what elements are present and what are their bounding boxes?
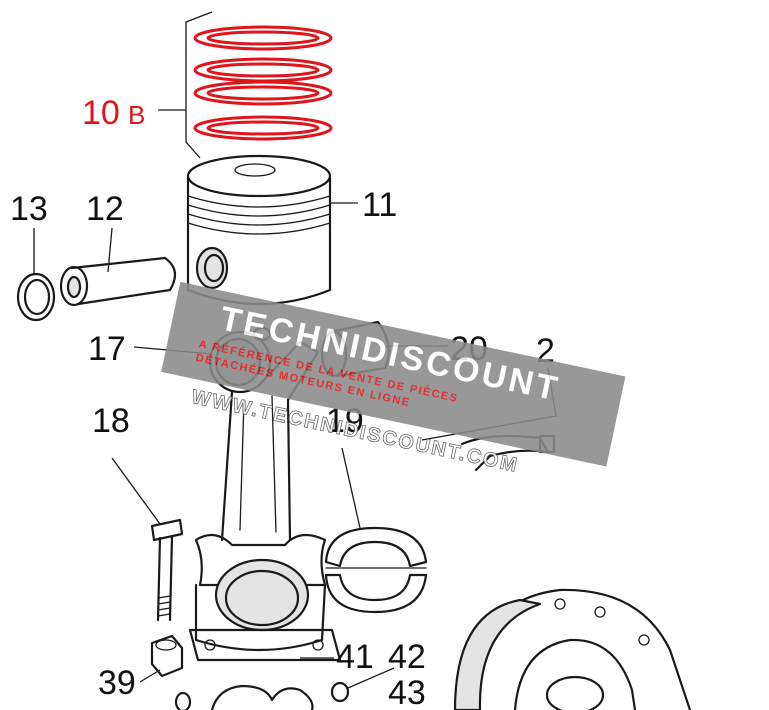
- label-part-42: 42: [388, 638, 426, 676]
- bearing-shell-lower: [324, 573, 428, 614]
- piston-groove-4: [187, 222, 331, 235]
- leader-19: [341, 447, 361, 529]
- piston-rings-group: [158, 11, 333, 159]
- piston-ring-3-inner: [206, 85, 320, 101]
- hex-nut: [150, 634, 184, 678]
- bolt-thread: [157, 595, 171, 617]
- ring-group-bracket: [185, 11, 213, 159]
- rod-gasket-plate: [188, 628, 342, 662]
- leader-42: [347, 667, 395, 689]
- rod-big-end-top: [194, 533, 327, 587]
- label-part-10-number: 10: [82, 94, 120, 132]
- rod-beam-web: [239, 395, 277, 533]
- piston-ring-2-inner: [206, 62, 320, 78]
- flywheel: [453, 588, 692, 710]
- flywheel-bore: [545, 675, 605, 710]
- piston-pin-end-bore: [66, 275, 82, 299]
- flywheel-ring-gear: [453, 598, 542, 710]
- flywheel-hole-3: [554, 598, 566, 610]
- piston-groove-3: [187, 213, 331, 226]
- piston-pin-body: [70, 256, 177, 306]
- piston-bowl: [234, 163, 276, 177]
- label-part-11: 11: [362, 186, 397, 224]
- piston-groove-1: [187, 195, 331, 208]
- small-fittings: [174, 681, 350, 710]
- bolt-head: [150, 518, 184, 542]
- rod-big-end-bore-inner: [224, 569, 300, 627]
- piston-crown: [186, 154, 332, 198]
- circlip: [16, 272, 56, 322]
- leader-12: [107, 227, 113, 273]
- big-end-bolt: [150, 518, 184, 622]
- bearing-shell-upper: [324, 526, 428, 568]
- part-labels: 10 B 11 12 13 17 18 19 2 20 39 41 42 43: [10, 94, 555, 710]
- leader-18: [111, 457, 161, 525]
- label-part-17: 17: [88, 330, 126, 368]
- label-part-12: 12: [86, 190, 124, 228]
- flywheel-hub: [513, 638, 637, 710]
- leader-39: [139, 669, 161, 683]
- piston-groove-2: [187, 204, 331, 217]
- bolt-shank: [156, 534, 174, 622]
- piston-ring-1-inner: [206, 30, 320, 46]
- piston-pin-end: [59, 265, 89, 307]
- label-part-41: 41: [336, 638, 374, 676]
- o-ring-42: [330, 681, 350, 703]
- watermark-band: [161, 281, 626, 467]
- bearing-housing-bottom: [210, 684, 314, 710]
- piston-pin: [59, 256, 177, 307]
- flywheel-hole-1: [594, 606, 606, 618]
- piston-pin-bore-inner: [203, 253, 225, 283]
- nut-body: [150, 634, 184, 678]
- big-end-bearing-shells: [324, 526, 428, 614]
- label-part-18: 18: [92, 402, 130, 440]
- nut-top: [155, 639, 177, 651]
- label-part-43: 43: [388, 674, 426, 710]
- piston-ring-4-inner: [206, 120, 320, 136]
- plug-43: [174, 691, 192, 710]
- flywheel-hole-2: [638, 634, 650, 646]
- circlip-inner: [23, 278, 51, 316]
- rod-big-end-cap: [194, 583, 327, 652]
- rod-beam-left: [220, 390, 234, 542]
- gasket-hole-2: [312, 639, 324, 651]
- piston: [186, 154, 332, 306]
- gasket-hole-1: [204, 639, 216, 651]
- label-part-13: 13: [10, 190, 48, 228]
- label-part-39: 39: [98, 664, 136, 702]
- label-part-10-suffix: B: [128, 100, 145, 130]
- circlip-outer: [16, 272, 56, 322]
